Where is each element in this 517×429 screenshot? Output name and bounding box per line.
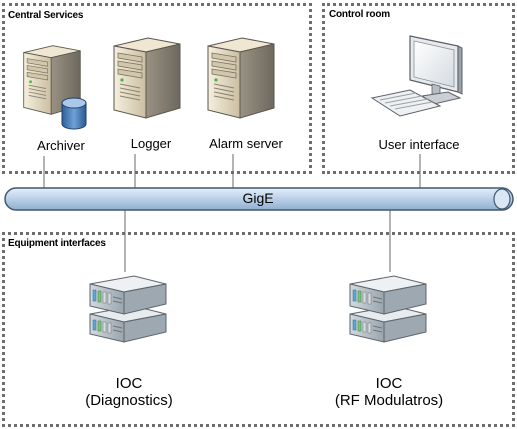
control-room-group [322,3,515,174]
logger-label: Logger [130,136,172,151]
workstation-icon [370,32,466,122]
archiver-label: Archiver [37,138,85,153]
ioc-rf-title: IOC [375,375,403,392]
database-icon [60,96,88,132]
ioc-rf-label: IOC (RF Modulatros) [335,375,443,409]
alarm-server-label: Alarm server [209,136,283,151]
alarm-server-icon [206,36,276,120]
ioc-diagnostics-label: IOC (Diagnostics) [85,375,173,409]
network-label: GigE [242,190,274,206]
equipment-interfaces-title: Equipment interfaces [8,238,106,249]
ioc-rf-subtitle: (RF Modulatros) [334,392,444,409]
ioc-diagnostics-title: IOC [115,375,143,392]
central-services-group [2,3,312,174]
control-room-title: Control room [329,9,390,20]
ioc-rf-rack-server-icon [346,270,430,348]
central-services-title: Central Services [8,10,84,21]
ioc-diagnostics-rack-server-icon [86,270,170,348]
ioc-diagnostics-subtitle: (Diagnostics) [85,392,173,409]
equipment-interfaces-group [2,232,515,427]
logger-server-icon [112,36,182,120]
user-interface-label: User interface [378,137,460,152]
gige-network-bus [4,186,516,212]
